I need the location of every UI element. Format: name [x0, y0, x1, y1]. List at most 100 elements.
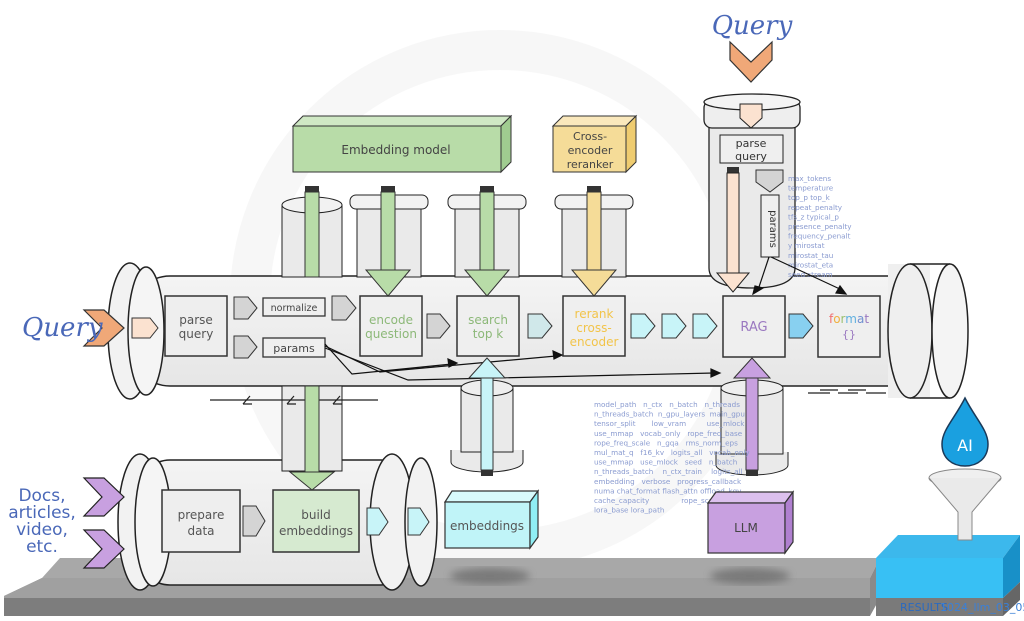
param-item: lora_base lora_path [594, 506, 664, 515]
param-item: presence_penalty [788, 222, 852, 231]
format-box: format {} [817, 295, 881, 358]
svg-text:reranker: reranker [567, 158, 614, 171]
search-top-k-box: search top k [456, 295, 520, 357]
svg-text:prepare: prepare [178, 508, 225, 522]
svg-text:question: question [365, 327, 417, 341]
prepare-data-box: prepare data [161, 489, 241, 553]
param-item: n_threads_batch n_gpu_layers main_gpu [594, 410, 745, 419]
param-item: repeat_penalty [788, 203, 843, 212]
param-item: rope_freq_scale n_gqa rms_norm_eps [594, 438, 738, 447]
svg-text:embeddings: embeddings [450, 519, 524, 533]
llm-param-list: model_path n_ctx n_batch n_threadsn_thre… [594, 400, 750, 515]
svg-text:build: build [301, 508, 331, 522]
param-item: temperature [788, 184, 834, 193]
svg-text:data: data [187, 524, 214, 538]
flow-arrow [331, 295, 357, 321]
svg-text:query: query [179, 327, 214, 341]
flow-arrow [233, 335, 258, 359]
svg-text:parse: parse [736, 137, 767, 150]
flow-arrow [788, 313, 814, 339]
param-item: use_mmap use_mlock seed n_batch [594, 458, 737, 467]
conveyor-floor [4, 558, 880, 616]
param-item: mirostat_eta [788, 260, 833, 269]
query-label-top: Query [712, 11, 793, 41]
param-item: max_tokens [788, 174, 831, 183]
param-item: mirostat_tau [788, 251, 833, 260]
svg-text:rerank: rerank [575, 307, 614, 321]
svg-text:LLM: LLM [734, 521, 758, 535]
param-item: tfs_z typical_p [788, 212, 839, 221]
svg-text:format: format [829, 312, 869, 326]
funnel-icon [928, 468, 1002, 541]
flow-arrow [692, 313, 718, 339]
embedding-down-arrow-3 [463, 186, 511, 297]
svg-text:{}: {} [842, 328, 856, 341]
flow-arrow [426, 313, 451, 339]
top-parse-query-box: parse query [719, 134, 784, 164]
params-fanout-arrows [324, 343, 722, 381]
param-item: model_path n_ctx n_batch n_threads [594, 400, 740, 409]
parse-query-box: parse query [164, 295, 228, 357]
param-item: tensor_split low_vram use_mlock [594, 419, 745, 428]
svg-text:encoder: encoder [568, 144, 613, 157]
param-item: embedding verbose progress_callback [594, 477, 742, 486]
reranker-down-arrow [570, 186, 618, 297]
svg-text:normalize: normalize [271, 303, 318, 314]
cross-encoder-block: Cross- encoder reranker [551, 114, 638, 174]
rerank-box: rerank cross- encoder [562, 295, 626, 357]
query-down-arrow [715, 167, 751, 293]
svg-text:parse: parse [179, 313, 213, 327]
svg-text:Cross-: Cross- [573, 130, 607, 143]
flow-arrow [755, 169, 784, 193]
svg-text:top k: top k [473, 327, 503, 341]
svg-text:etc.: etc. [26, 537, 58, 557]
build-embeddings-down-arrow [288, 385, 336, 491]
build-connection-cylinder [210, 385, 378, 472]
flow-arrow [630, 313, 656, 339]
param-item: frequency_penalt [788, 232, 851, 241]
param-item: y mirostat [788, 241, 825, 250]
watermark-text: 1024_llm_03_052 [940, 601, 1024, 614]
flow-arrow [242, 505, 266, 537]
svg-text:Embedding model: Embedding model [341, 143, 450, 157]
svg-text:encoder: encoder [570, 335, 619, 349]
svg-text:articles,: articles, [8, 503, 76, 523]
flow-arrow [527, 313, 553, 339]
embeddings-up-arrow [467, 357, 507, 476]
embedding-down-arrow-1 [304, 186, 320, 278]
docs-input-chevrons [82, 477, 125, 569]
dash-marks [808, 389, 886, 394]
results-block: RESULTS 1024_llm_03_052 [876, 535, 1024, 616]
query-label-left: Query [22, 313, 103, 343]
param-item: top_p top_k [788, 193, 831, 202]
param-item: use_mmap vocab_only rope_freq_base [594, 429, 743, 438]
svg-text:cross-: cross- [576, 321, 611, 335]
docs-label: Docs, articles, video, etc. [8, 486, 76, 557]
results-label: RESULTS [900, 601, 948, 614]
svg-text:params: params [273, 342, 315, 355]
svg-text:Docs,: Docs, [18, 486, 65, 506]
top-params-box: params [760, 194, 780, 258]
build-embeddings-box: build embeddings [272, 489, 360, 553]
param-item: cache_capacity rope_scaling_type [594, 496, 746, 505]
llm-cube: LLM [706, 490, 795, 555]
top-query-cylinder [703, 93, 801, 289]
rag-box: RAG [722, 295, 786, 358]
param-item: seed stream [788, 270, 833, 279]
embedding-down-arrow-2 [364, 186, 412, 297]
flow-arrow [407, 507, 430, 536]
params-box: params [262, 337, 326, 358]
ai-label: AI [957, 436, 973, 455]
svg-text:RAG: RAG [740, 320, 767, 335]
query-top-chevron [729, 40, 773, 83]
svg-text:video,: video, [16, 520, 68, 540]
embedding-model-block: Embedding model [291, 114, 513, 174]
params-to-rag-arrows [752, 256, 848, 296]
svg-text:params: params [767, 210, 778, 248]
svg-text:embeddings: embeddings [279, 524, 353, 538]
param-item: n_threads_batch n_ctx_train logits_all [594, 467, 743, 476]
svg-text:query: query [735, 150, 767, 163]
normalize-box: normalize [262, 297, 326, 317]
